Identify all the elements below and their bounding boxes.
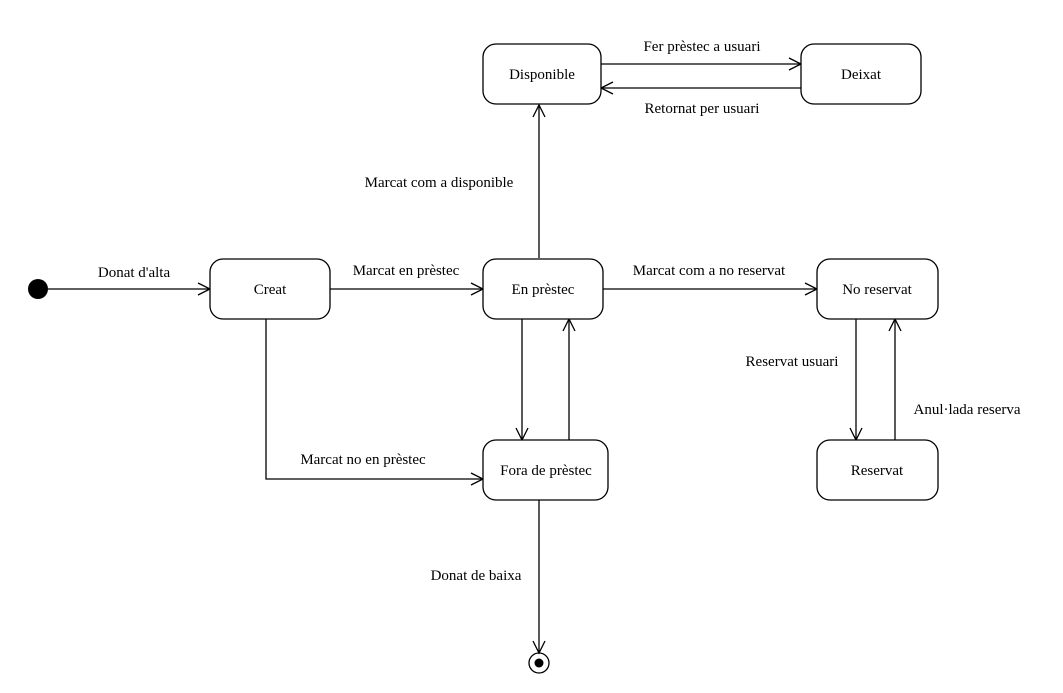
label-marcat-com-a-no-reservat: Marcat com a no reservat xyxy=(633,263,786,279)
state-creat: Creat xyxy=(209,258,331,320)
state-fora-de-prestec: Fora de prèstec xyxy=(482,439,609,501)
state-reservat-label: Reservat xyxy=(851,463,904,479)
label-marcat-en-prestec: Marcat en prèstec xyxy=(353,263,460,279)
edge-en-prestec-to-disponible xyxy=(532,103,546,258)
state-en-prestec-label: En prèstec xyxy=(512,282,575,298)
edge-creat-to-en-prestec xyxy=(330,282,485,296)
label-reservat-usuari: Reservat usuari xyxy=(746,354,839,370)
state-deixat-label: Deixat xyxy=(841,67,882,83)
edge-disponible-to-deixat xyxy=(601,57,803,71)
label-retornat-per-usuari: Retornat per usuari xyxy=(645,101,760,117)
state-creat-label: Creat xyxy=(254,282,287,298)
edge-fora-de-prestec-to-en-prestec xyxy=(562,317,576,440)
edge-en-prestec-to-fora-de-prestec xyxy=(515,319,529,442)
label-donat-alta: Donat d'alta xyxy=(98,265,171,281)
label-marcat-no-en-prestec: Marcat no en prèstec xyxy=(300,452,426,468)
final-state-node xyxy=(528,652,550,674)
state-fora-de-prestec-label: Fora de prèstec xyxy=(500,463,592,479)
initial-state-node xyxy=(28,279,48,299)
edge-initial-to-creat xyxy=(48,282,212,296)
edge-fora-de-prestec-to-final xyxy=(532,500,546,655)
state-disponible-label: Disponible xyxy=(509,67,575,83)
state-deixat: Deixat xyxy=(800,43,922,105)
label-anullada-reserva: Anul·lada reserva xyxy=(913,402,1020,418)
edge-no-reservat-to-reservat xyxy=(849,319,863,442)
state-disponible: Disponible xyxy=(482,43,602,105)
state-no-reservat: No reservat xyxy=(816,258,939,320)
edge-en-prestec-to-no-reservat xyxy=(603,282,819,296)
state-reservat: Reservat xyxy=(816,439,939,501)
state-no-reservat-label: No reservat xyxy=(842,282,912,298)
edge-reservat-to-no-reservat xyxy=(888,317,902,440)
label-fer-prestec-a-usuari: Fer prèstec a usuari xyxy=(643,39,760,55)
label-donat-de-baixa: Donat de baixa xyxy=(431,568,522,584)
label-marcat-com-a-disponible: Marcat com a disponible xyxy=(365,175,514,191)
edge-deixat-to-disponible xyxy=(599,81,801,95)
state-en-prestec: En prèstec xyxy=(482,258,604,320)
